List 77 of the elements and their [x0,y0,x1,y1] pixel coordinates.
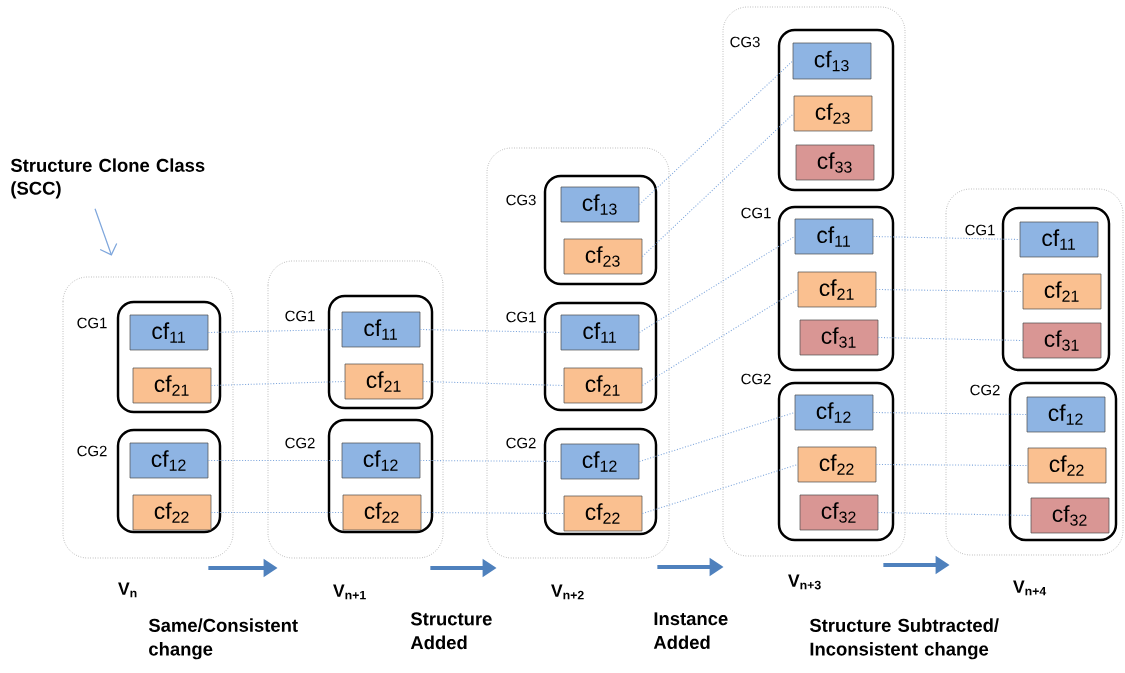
link-line [207,328,343,334]
node-label: CG3 [506,194,536,206]
fragment-box: cf$_{23}$ [563,238,643,275]
link-line [638,411,796,462]
fragment-box: cf$_{31}$ [799,319,879,356]
version-panel [722,6,906,557]
link-line [641,288,799,386]
annotation-text: Structure Clone Class (SCC) [10,158,205,199]
link-line [419,459,562,462]
link-line [872,235,1021,240]
node-label: CG2 [970,384,1000,396]
edge-label: Structure Subtracted/ Inconsistent change [809,618,999,660]
fragment-box: cf$_{13}$ [560,186,640,223]
fragment-box: cf$_{22}$ [797,446,877,483]
link-line [875,288,1024,292]
node-label: CG1 [77,317,107,329]
fragment-box: cf$_{32}$ [799,494,879,531]
link-line [877,336,1024,341]
fragment-box: cf$_{31}$ [1022,322,1102,359]
node-label: CG2 [506,437,536,449]
link-line [210,511,344,513]
version-label: V$_{n+3}$ [788,574,821,590]
fragment-box: cf$_{11}$ [1019,221,1099,258]
link-line [420,511,565,514]
fragment-box: cf$_{21}$ [563,367,643,404]
node-label: CG2 [741,373,771,385]
link-line [638,60,794,205]
version-panel [267,260,444,559]
fragment-box: cf$_{11}$ [129,314,209,351]
edge-label: Instance Added [653,612,728,649]
node-label: CG1 [506,311,536,323]
fragment-box: cf$_{21}$ [132,367,212,404]
fragment-box: cf$_{33}$ [795,144,875,181]
fragment-box: cf$_{11}$ [560,314,640,351]
fragment-box: cf$_{12}$ [794,394,874,431]
fragment-box: cf$_{13}$ [792,42,872,80]
node-label: CG1 [741,207,771,219]
edge-label: Same/Consistent change [148,618,298,660]
link-line [638,235,796,334]
fragment-box: cf$_{12}$ [129,442,209,479]
node-label: CG1 [285,310,315,322]
fragment-box: cf$_{12}$ [560,443,640,480]
fragment-box: cf$_{21}$ [1022,273,1102,310]
fragment-box: cf$_{21}$ [344,363,424,400]
link-line [875,463,1029,466]
fragment-box: cf$_{12}$ [341,442,421,479]
link-line [641,112,795,258]
link-line [877,511,1032,517]
link-line [210,380,346,386]
fragment-box: cf$_{21}$ [797,271,877,308]
fragment-box: cf$_{22}$ [132,494,212,531]
fragment-box: cf$_{11}$ [341,311,421,348]
version-label: V$_{n+2}$ [551,584,584,600]
link-line [872,411,1028,415]
fragment-box: cf$_{23}$ [793,95,873,132]
node-label: CG1 [965,224,995,236]
fragment-box: cf$_{22}$ [563,495,643,532]
edge-label: Structure Added [410,612,492,650]
fragment-box: cf$_{11}$ [794,218,874,255]
link-line [419,328,562,334]
version-label: V$_{n}$ [118,582,137,598]
node-label: CG2 [285,437,315,449]
link-line [641,463,799,514]
fragment-box: cf$_{22}$ [1027,447,1107,484]
leader-arrow [94,208,118,256]
version-panel [945,188,1124,556]
fragment-box: cf$_{22}$ [342,494,422,531]
version-label: V$_{n+1}$ [333,584,366,600]
link-line [422,380,565,386]
version-panel [486,147,670,559]
fragment-box: cf$_{32}$ [1030,497,1110,534]
link-line [207,459,343,461]
version-panel [62,276,234,559]
fragment-box: cf$_{12}$ [1026,396,1106,433]
version-label: V$_{n+4}$ [1013,580,1047,596]
node-label: CG2 [77,445,107,457]
node-label: CG3 [730,36,760,48]
